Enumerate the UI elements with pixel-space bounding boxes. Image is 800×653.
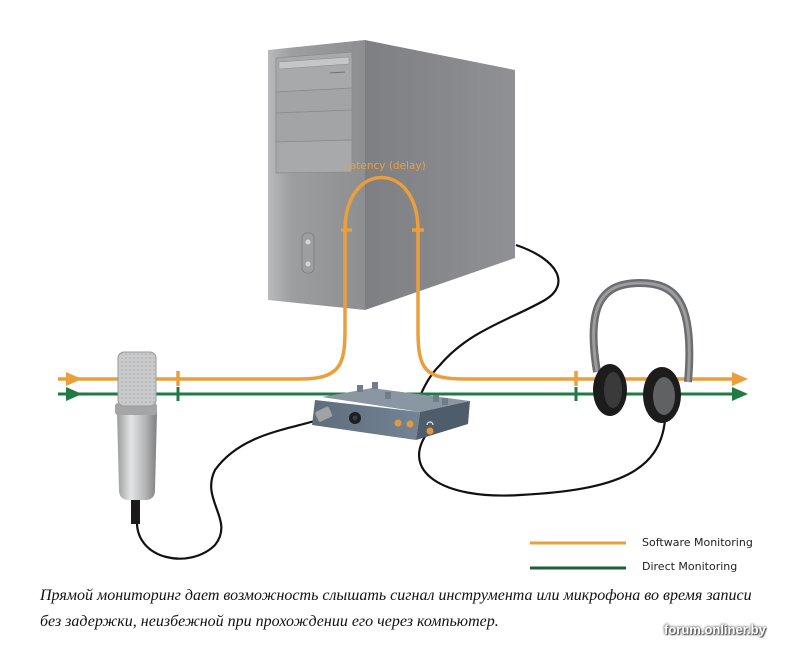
audio-interface (312, 382, 470, 440)
knob-icon (372, 382, 378, 389)
software-arrow-start-icon (66, 372, 82, 386)
power-button-icon (305, 239, 311, 245)
legend-item-direct: Direct Monitoring (530, 560, 737, 573)
knob-icon (433, 395, 439, 402)
software-monitoring-line (58, 175, 735, 381)
software-arrow-end-icon (732, 372, 748, 386)
computer-tower (268, 40, 515, 310)
caption: Прямой мониторинг дает возможность слыша… (40, 587, 752, 630)
combo-input-center-icon (352, 415, 358, 421)
left-earpad (604, 372, 622, 408)
headphone-cable (418, 419, 667, 497)
interface-front (312, 400, 420, 440)
knob-icon (385, 392, 391, 399)
output-port-icon (406, 420, 414, 428)
xlr-plug-icon (315, 406, 333, 422)
optical-drive-tray (278, 56, 350, 70)
legend-label-software: Software Monitoring (642, 536, 753, 549)
mic-grille (117, 351, 157, 407)
mic-cable (135, 418, 319, 560)
mic-body (117, 412, 157, 500)
interface-top (322, 388, 470, 412)
headphones (589, 278, 694, 423)
drive-buttons (329, 71, 346, 74)
direct-arrow-end-icon (732, 387, 748, 401)
cables (135, 243, 667, 560)
drive-bay-4 (275, 139, 353, 174)
latency-label: Latency (delay) (344, 160, 426, 172)
knob-icon (442, 398, 448, 405)
watermark: forum.onliner.by (664, 622, 766, 637)
microphone (115, 351, 157, 524)
knob-icon (357, 385, 363, 392)
reset-button-icon (305, 261, 311, 267)
power-button-panel (301, 232, 315, 274)
direct-arrow-start-icon (66, 387, 82, 401)
headphone-symbol-icon (426, 421, 434, 426)
right-earpad (653, 377, 675, 415)
tower-side (365, 40, 515, 310)
usb-cable (418, 243, 560, 397)
mic-connector (131, 498, 140, 524)
drive-bay-3 (275, 109, 353, 143)
drive-bay-2 (275, 87, 353, 114)
output-port-icon (394, 419, 402, 427)
legend: Software Monitoring Direct Monitoring (530, 536, 753, 573)
headphone-port-icon (426, 427, 434, 435)
software-monitoring-path (58, 175, 735, 386)
legend-item-software: Software Monitoring (530, 536, 753, 549)
legend-label-direct: Direct Monitoring (642, 560, 737, 573)
